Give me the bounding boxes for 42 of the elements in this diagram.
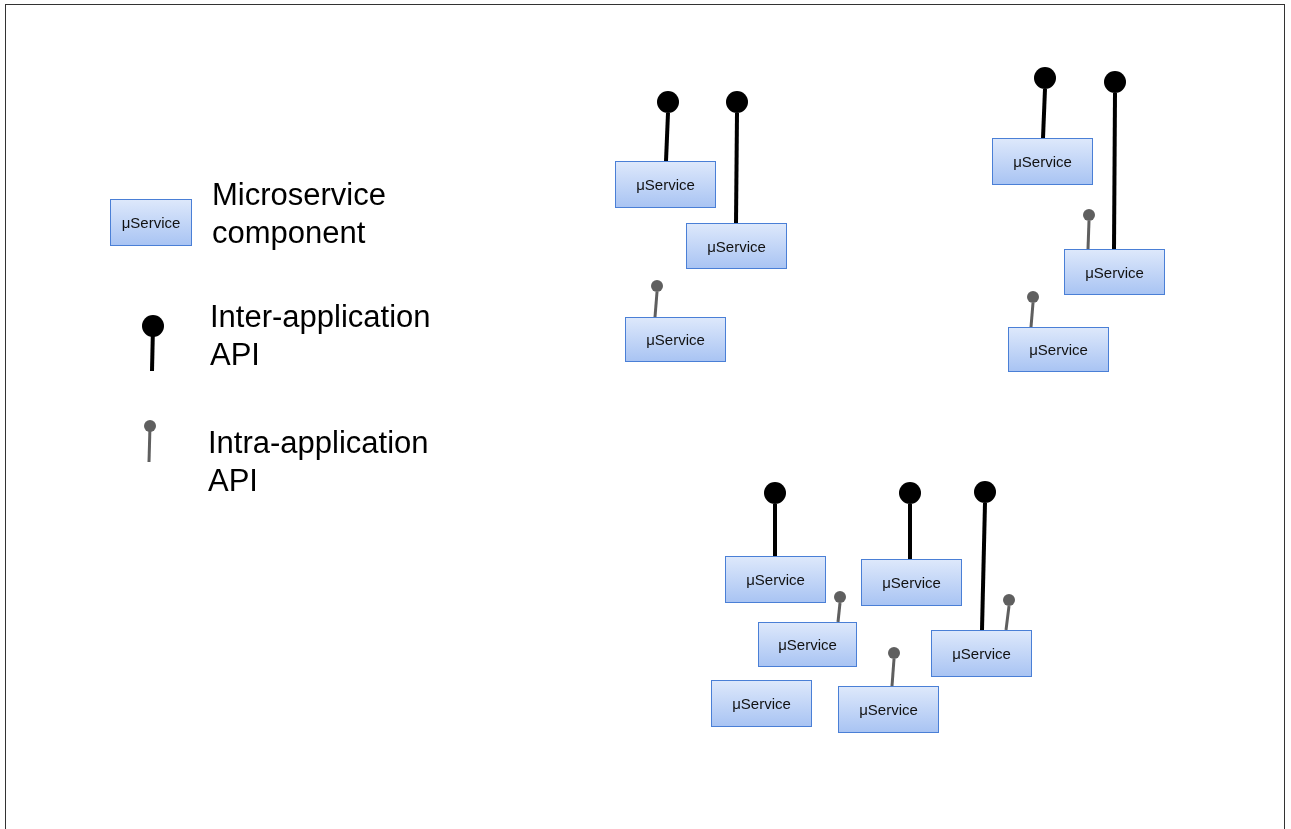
service-box: μService [725,556,826,603]
api-circle [651,280,663,292]
api-circle [834,591,846,603]
api-stick [1041,88,1047,139]
api-stick [836,602,842,623]
legend-text: Microservice component [212,176,387,252]
service-box: μService [625,317,726,362]
api-circle [1104,71,1126,93]
api-stick [1086,220,1091,250]
api-circle [1083,209,1095,221]
api-circle [1034,67,1056,89]
legend-text: Inter-application API [210,298,432,374]
api-circle [657,91,679,113]
api-stick [664,112,670,162]
api-stick [1112,93,1117,249]
service-box: μService [861,559,962,606]
api-circle [726,91,748,113]
service-box: μService [1064,249,1165,295]
api-circle [974,481,996,503]
api-stick [773,504,777,556]
api-circle [1027,291,1039,303]
service-box: μService [758,622,857,667]
api-stick [1004,605,1011,631]
api-circle [764,482,786,504]
service-box: μService [1008,327,1109,372]
service-box: μService [686,223,787,269]
api-circle [899,482,921,504]
api-stick [890,658,896,687]
api-stick [908,504,912,559]
service-box: μService [838,686,939,733]
api-stick [734,112,739,224]
service-box: μService [931,630,1032,677]
legend-text: Intra-application API [208,424,430,500]
api-circle [888,647,900,659]
legend-sample-box: μService [110,199,192,246]
service-box: μService [615,161,716,208]
api-circle [1003,594,1015,606]
api-stick [1029,302,1035,328]
api-stick [980,502,987,631]
service-box: μService [711,680,812,727]
api-stick [653,291,659,318]
service-box: μService [992,138,1093,185]
